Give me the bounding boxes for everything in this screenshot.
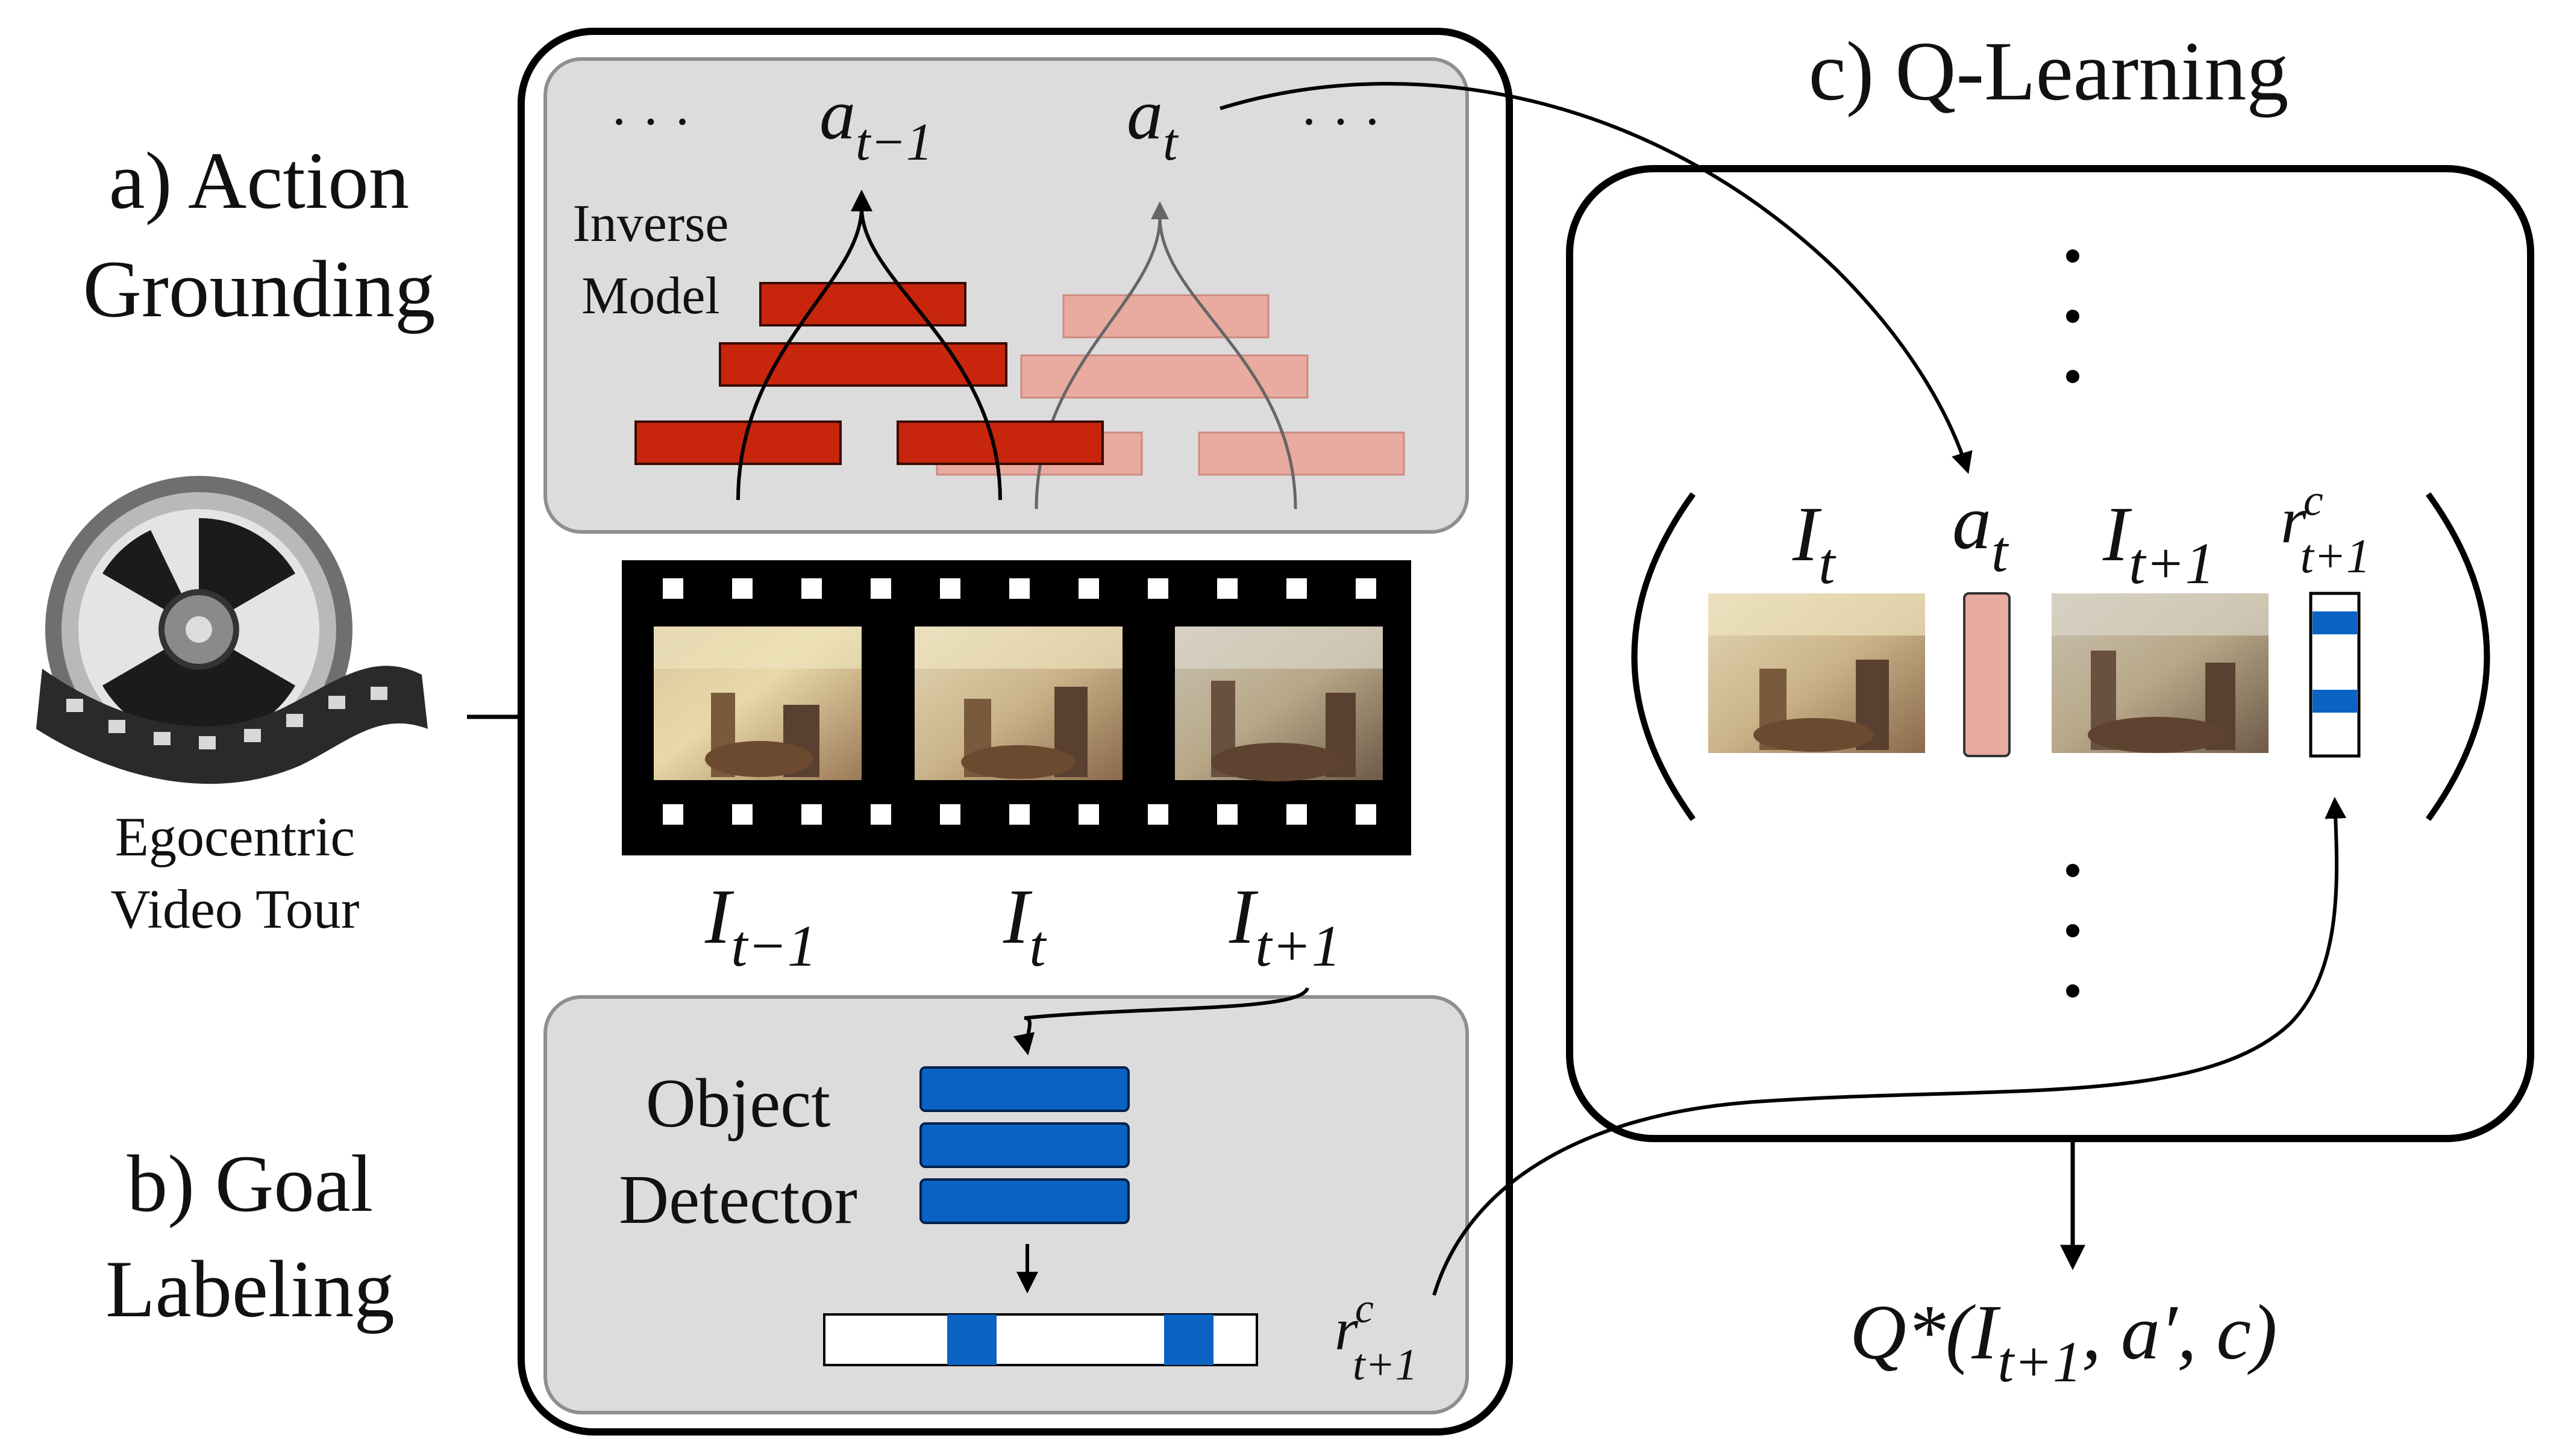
object-detector-network xyxy=(919,1066,1130,1224)
q-star-expression: Q*(It+1, a′, c) xyxy=(1850,1289,2277,1394)
film-reel-icon xyxy=(36,476,428,784)
action-grounding-label-line2: Grounding xyxy=(83,245,436,334)
action-grounding-label-line1: a) Action xyxy=(109,136,410,226)
vertical-ellipsis-bottom xyxy=(2066,864,2079,998)
object-detector-label-line2: Detector xyxy=(619,1161,857,1238)
goal-labeling-label-line2: Labeling xyxy=(105,1245,395,1334)
frame-t xyxy=(915,626,1123,780)
ellipsis-right: · · · xyxy=(1300,92,1382,152)
frame-t-minus-1 xyxy=(654,626,862,780)
film-strip xyxy=(622,560,1411,855)
inverse-model-network xyxy=(634,189,1104,501)
inverse-model-label-line2: Model xyxy=(581,267,720,325)
video-tour-label-line2: Video Tour xyxy=(110,878,359,940)
frame-t-plus-1 xyxy=(1175,626,1383,781)
tuple-image-I-t xyxy=(1708,593,1925,753)
tuple-image-I-t-plus-1 xyxy=(2052,593,2269,753)
frame-label-t-plus-1: It+1 xyxy=(1229,873,1341,979)
goal-label-vector xyxy=(823,1313,1258,1366)
arrow-reward-to-tuple xyxy=(1432,796,2347,1296)
ellipsis-left: · · · xyxy=(610,92,692,152)
video-tour-label-line1: Egocentric xyxy=(115,806,355,867)
inverse-model-label-line1: Inverse xyxy=(573,195,729,253)
right-paren xyxy=(2425,492,2490,821)
tuple-label-I-t-plus-1: It+1 xyxy=(2102,491,2215,596)
left-paren xyxy=(1631,492,1696,821)
frame-label-t: It xyxy=(1003,873,1047,979)
arrow-action-to-tuple xyxy=(1220,82,1973,474)
tuple-label-I-t: It xyxy=(1792,491,1837,596)
arrow-frame-to-detector xyxy=(1013,987,1309,1056)
goal-labeling-label-line1: b) Goal xyxy=(127,1139,374,1229)
action-a-t-minus-1: at−1 xyxy=(819,74,933,172)
q-learning-title: c) Q-Learning xyxy=(1809,25,2289,118)
action-a-t: at xyxy=(1127,74,1179,172)
tuple-reward-vector xyxy=(2309,592,2361,758)
frame-label-t-minus-1: It−1 xyxy=(704,873,817,979)
inverse-model-panel xyxy=(543,57,1469,534)
q-learning-container xyxy=(1566,165,2534,1142)
tuple-action-vector xyxy=(1963,592,2011,757)
object-detector-label-line1: Object xyxy=(646,1065,831,1142)
vertical-ellipsis-top xyxy=(2066,249,2079,383)
tuple-label-a-t: at xyxy=(1952,479,2009,584)
